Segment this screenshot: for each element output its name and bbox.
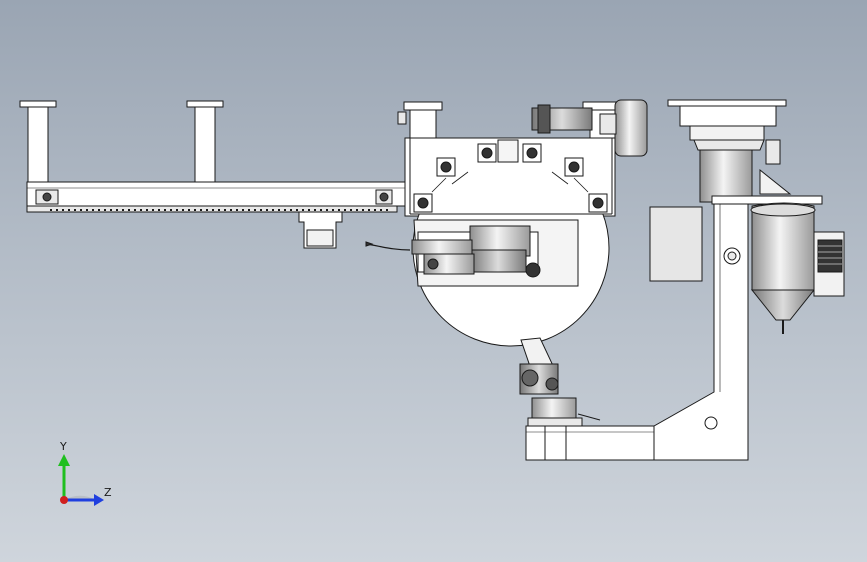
origin-marker [60,496,68,504]
y-axis-label: Y [60,440,67,453]
conveyor-beam [19,100,408,249]
robot-arm [519,337,601,427]
rotary-station [365,99,648,347]
feeder-tower [667,99,845,334]
z-axis-label: Z [104,486,112,499]
axis-triad [58,454,104,506]
base-frame [525,199,749,461]
